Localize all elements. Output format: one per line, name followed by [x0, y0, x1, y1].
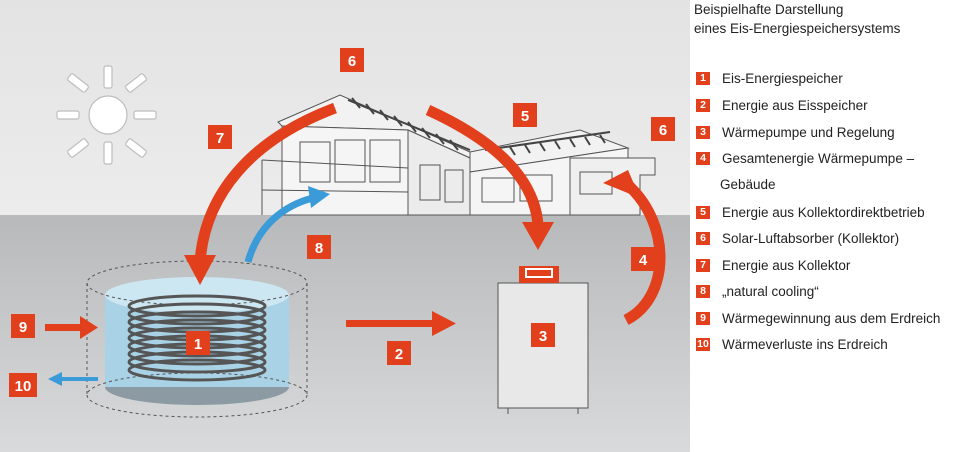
arrow-head-10 [48, 372, 62, 386]
arrow-collector-direct [425, 104, 544, 226]
arrow-total-energy-to-building [623, 180, 666, 325]
legend-badge: 5 [696, 205, 710, 219]
legend-badge: 1 [696, 71, 710, 85]
arrow-head-5 [522, 222, 554, 250]
legend-label: „natural cooling“ [722, 283, 819, 299]
arrow-natural-cooling [244, 194, 314, 263]
legend-item-3: 3 Wärmepumpe und Regelung [696, 122, 895, 142]
legend-label: Gesamtenergie Wärmepumpe – [722, 150, 915, 166]
legend-item-1: 1 Eis-Energiespeicher [696, 68, 843, 88]
arrow-energy-from-storage [346, 320, 434, 327]
sun-icon [56, 65, 157, 165]
badge-2: 2 [395, 346, 403, 363]
legend-item-9: 9 Wärmegewinnung aus dem Erdreich [696, 308, 940, 328]
legend-badge: 7 [696, 258, 710, 272]
arrow-head-9 [80, 316, 98, 339]
badge-6-top: 6 [348, 53, 356, 70]
solar-collector-array [347, 97, 611, 159]
legend-badge: 8 [696, 284, 710, 298]
badge-6-right: 6 [659, 122, 667, 139]
legend-label: Wärmepumpe und Regelung [722, 124, 895, 140]
legend-label: Wärmeverluste ins Erdreich [722, 336, 888, 352]
arrows [45, 102, 666, 386]
legend-item-4-continuation: Gebäude [720, 177, 776, 192]
legend-label: Energie aus Eisspeicher [722, 97, 868, 113]
legend-badge: 3 [696, 125, 710, 139]
diagram-canvas: 6 7 5 6 8 4 9 1 3 2 10 [0, 0, 690, 452]
arrow-head-2 [432, 311, 456, 336]
legend-label: Energie aus Kollektordirektbetrieb [722, 204, 925, 220]
legend-label: Solar-Luftabsorber (Kollektor) [722, 230, 900, 246]
legend-item-2: 2 Energie aus Eisspeicher [696, 95, 868, 115]
legend-badge: 4 [696, 151, 710, 165]
legend-title: Beispielhafte Darstellung eines Eis-Ener… [694, 0, 900, 38]
badge-4: 4 [639, 252, 648, 269]
badge-3: 3 [539, 328, 547, 345]
arrow-heat-from-ground [45, 324, 83, 331]
legend-item-10: 10 Wärmeverluste ins Erdreich [696, 334, 888, 354]
arrow-energy-from-collector [194, 102, 337, 263]
arrow-head-7 [184, 255, 216, 285]
legend-title-line2: eines Eis-Energiespeichersystems [694, 21, 901, 36]
arrow-head-4 [603, 170, 640, 198]
legend-item-7: 7 Energie aus Kollektor [696, 255, 850, 275]
legend-badge: 9 [696, 311, 710, 325]
legend-label: Wärmegewinnung aus dem Erdreich [722, 310, 941, 326]
arrow-heat-losses [60, 377, 98, 381]
legend-badge: 10 [696, 337, 710, 351]
legend-item-5: 5 Energie aus Kollektordirektbetrieb [696, 202, 925, 222]
legend-badge: 6 [696, 231, 710, 245]
legend-title-line1: Beispielhafte Darstellung [694, 2, 844, 17]
legend-panel: Beispielhafte Darstellung eines Eis-Ener… [690, 0, 960, 452]
badge-10: 10 [15, 378, 32, 395]
badge-8: 8 [315, 240, 323, 257]
legend-label: Eis-Energiespeicher [722, 70, 843, 86]
badge-5: 5 [521, 108, 529, 125]
number-badges: 6 7 5 6 8 4 9 1 3 2 10 [9, 48, 675, 397]
badge-9: 9 [19, 319, 27, 336]
legend-item-6: 6 Solar-Luftabsorber (Kollektor) [696, 228, 899, 248]
badge-7: 7 [216, 130, 224, 147]
legend-item-4: 4 Gesamtenergie Wärmepumpe – [696, 148, 914, 168]
legend-label: Energie aus Kollektor [722, 257, 851, 273]
legend-item-8: 8 „natural cooling“ [696, 281, 819, 301]
badge-1: 1 [194, 336, 202, 353]
legend-badge: 2 [696, 98, 710, 112]
arrow-head-8 [308, 186, 330, 208]
